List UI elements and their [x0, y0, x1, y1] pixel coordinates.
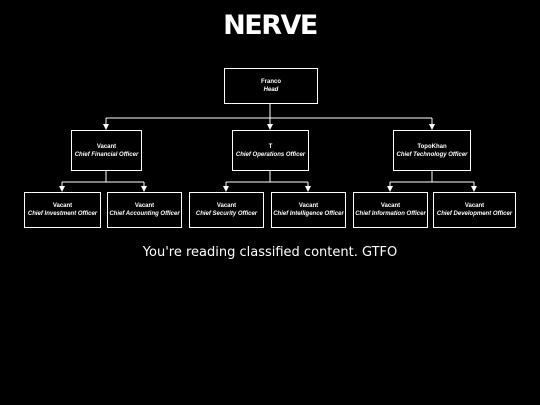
node-coo-name: T	[268, 143, 273, 150]
node-cto: TopoKhan Chief Technology Officer	[393, 130, 471, 171]
node-chief-development-officer-role: Chief Development Officer	[436, 211, 513, 217]
node-chief-intelligence-officer-name: Vacant	[298, 203, 319, 209]
node-chief-intelligence-officer-role: Chief Intelligence Officer	[273, 211, 344, 217]
node-chief-information-officer-role: Chief Information Officer	[355, 211, 426, 217]
node-cfo-name: Vacant	[96, 143, 117, 150]
node-chief-investment-officer: Vacant Chief Investment Officer	[24, 192, 101, 228]
node-chief-security-officer-name: Vacant	[216, 203, 237, 209]
node-head-role: Head	[263, 87, 279, 93]
classified-notice: You're reading classified content. GTFO	[142, 245, 398, 260]
node-chief-accounting-officer-role: Chief Accounting Officer	[109, 211, 180, 217]
node-head-name: Franco	[260, 79, 281, 85]
node-coo-role: Chief Operations Officer	[235, 151, 306, 158]
node-chief-development-officer: Vacant Chief Development Officer	[433, 192, 516, 228]
node-chief-investment-officer-name: Vacant	[52, 203, 73, 209]
node-chief-security-officer: Vacant Chief Security Officer	[189, 192, 264, 228]
node-cfo-role: Chief Financial Officer	[74, 151, 139, 158]
node-head: Franco Head	[224, 68, 318, 104]
node-cto-role: Chief Technology Officer	[396, 151, 468, 158]
node-cto-name: TopoKhan	[417, 143, 447, 150]
node-chief-intelligence-officer: Vacant Chief Intelligence Officer	[271, 192, 346, 228]
node-chief-investment-officer-role: Chief Investment Officer	[27, 211, 98, 217]
node-chief-accounting-officer-name: Vacant	[134, 203, 155, 209]
node-chief-security-officer-role: Chief Security Officer	[195, 211, 258, 217]
node-cfo: Vacant Chief Financial Officer	[71, 130, 142, 171]
diagram-title: NERVE	[223, 10, 318, 41]
node-chief-information-officer-name: Vacant	[380, 203, 401, 209]
node-chief-information-officer: Vacant Chief Information Officer	[353, 192, 428, 228]
node-coo: T Chief Operations Officer	[232, 130, 309, 171]
node-chief-accounting-officer: Vacant Chief Accounting Officer	[107, 192, 182, 228]
node-chief-development-officer-name: Vacant	[464, 203, 485, 209]
